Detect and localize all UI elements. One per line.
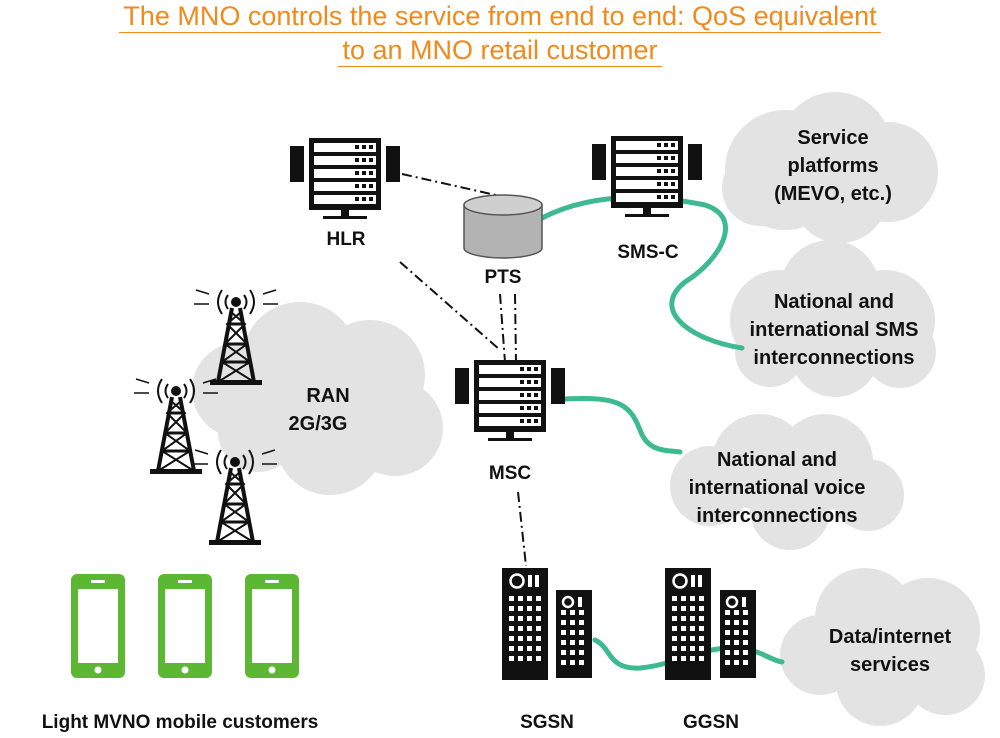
sgsn-building-icon [500, 566, 594, 682]
cloud-voice-interconnections [670, 414, 904, 550]
cloud-sms-interconnections [730, 240, 936, 397]
cloud-data-services [780, 568, 985, 726]
cloud-text-line: Data/internet [829, 626, 952, 648]
cloud-text-line: international SMS [750, 319, 919, 341]
smsc-label: SMS-C [617, 242, 679, 263]
diagram-title-line-1: The MNO controls the service from end to… [0, 1, 1000, 33]
cloud-text-line: National and [774, 291, 894, 313]
diagram-title-line-2: to an MNO retail customer [0, 35, 1000, 67]
cloud-service-platforms [722, 92, 938, 243]
cloud-text-line: services [850, 654, 930, 676]
data-services-text: Data/internet services [829, 626, 952, 676]
pts-database-icon [463, 194, 543, 259]
cloud-text-line: interconnections [753, 347, 914, 369]
cloud-text-line: 2G/3G [289, 413, 348, 435]
link-pts-msc-2 [514, 293, 517, 363]
ggsn-label: GGSN [683, 712, 739, 733]
smartphone-icon [245, 574, 299, 678]
title-text-2: to an MNO retail customer [338, 35, 662, 67]
cloud-text-line: (MEVO, etc.) [774, 183, 892, 205]
cloud-text-line: interconnections [696, 505, 857, 527]
link-msc-voice [562, 395, 683, 455]
cloud-text-line: RAN [306, 385, 349, 407]
hlr-server-icon [290, 138, 400, 219]
msc-server-icon [455, 360, 565, 441]
cloud-text-line: international voice [689, 477, 866, 499]
radio-tower-icon [191, 448, 279, 547]
link-pts-msc-1 [499, 293, 506, 363]
ggsn-building-icon [663, 566, 758, 682]
smartphone-icon [158, 574, 212, 678]
radio-tower-icon [132, 377, 220, 476]
smsc-server-icon [592, 136, 702, 217]
sgsn-label: SGSN [520, 712, 574, 733]
title-text-1: The MNO controls the service from end to… [119, 1, 881, 33]
cloud-text-line: National and [717, 449, 837, 471]
signaling-links [399, 173, 527, 567]
pts-label: PTS [485, 267, 522, 288]
cloud-ran [192, 302, 443, 495]
link-pts-smsc-sms [539, 195, 745, 351]
ran-text: RAN 2G/3G [289, 385, 350, 435]
sms-interconnections-text: National and international SMS interconn… [750, 291, 919, 369]
link-hlr-msc [399, 261, 501, 351]
service-platforms-text: Service platforms (MEVO, etc.) [774, 127, 892, 205]
cloud-text-line: Service [797, 127, 868, 149]
msc-label: MSC [489, 463, 532, 484]
hlr-label: HLR [326, 229, 365, 250]
customers-label: Light MVNO mobile customers [42, 712, 319, 733]
smartphone-icon [71, 574, 125, 678]
link-hlr-pts [401, 173, 501, 197]
cloud-text-line: platforms [787, 155, 878, 177]
voice-interconnections-text: National and international voice interco… [689, 449, 866, 527]
link-msc-sgsn [517, 491, 527, 567]
